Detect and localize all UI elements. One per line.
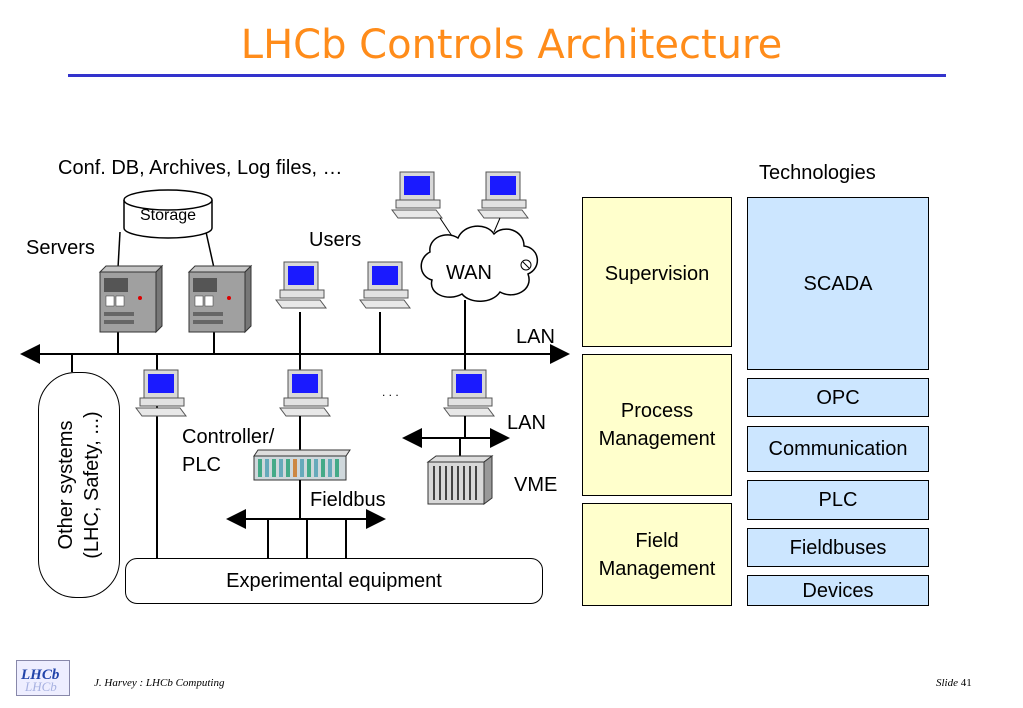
experimental-equipment-box: Experimental equipment (125, 558, 543, 604)
title-underline (68, 74, 946, 77)
slide-number: 41 (960, 677, 972, 689)
tech-label: Communication (768, 438, 908, 460)
slide-label: Slide (936, 677, 958, 689)
tech-label: Devices (802, 579, 874, 602)
remote-pc-icon (477, 171, 529, 219)
tech-fieldbuses: Fieldbuses (747, 528, 929, 567)
experimental-equipment-label: Experimental equipment (226, 570, 442, 592)
technologies-heading: Technologies (759, 162, 876, 184)
user-pc-icon (275, 261, 327, 309)
pc-icon (279, 369, 331, 417)
vme-label: VME (514, 474, 558, 496)
layer-label: Process (620, 400, 694, 422)
plc-label: PLC (182, 454, 221, 476)
tech-communication: Communication (747, 426, 929, 472)
layer-process-management: Process Management (582, 354, 732, 496)
footer-author: J. Harvey : LHCb Computing (94, 677, 225, 689)
pc-icon (443, 369, 495, 417)
fieldbus-label: Fieldbus (310, 489, 386, 511)
layer-label: Supervision (604, 263, 710, 285)
tech-opc: OPC (747, 378, 929, 417)
other-systems-line1: Other systems (55, 420, 77, 550)
slide-number-label: Slide 41 (936, 677, 972, 689)
controller-label: Controller/ (182, 426, 275, 448)
users-label: Users (309, 229, 362, 251)
other-systems-line2: (LHC, Safety, ...) (81, 411, 103, 559)
svg-text:LHCb: LHCb (20, 667, 60, 683)
lhcb-logo: LHCb LHCb (16, 660, 70, 696)
remote-pc-icon (391, 171, 443, 219)
tech-label: Fieldbuses (789, 536, 887, 559)
layer-label: Management (598, 557, 716, 580)
wan-cloud-icon (420, 225, 538, 302)
servers-label: Servers (26, 237, 95, 259)
user-pc-icon (359, 261, 411, 309)
wan-label: WAN (446, 262, 492, 284)
server-icon (99, 265, 163, 333)
other-systems-box: Other systems (LHC, Safety, ...) (38, 372, 120, 598)
slide-title: LHCb Controls Architecture (240, 22, 783, 68)
lan-label-mid: LAN (507, 412, 546, 434)
tech-label: SCADA (803, 272, 873, 295)
storage-cylinder-icon (123, 189, 213, 239)
layer-supervision: Supervision (582, 197, 732, 347)
tech-label: OPC (816, 386, 860, 409)
tech-scada: SCADA (747, 197, 929, 370)
pc-icon (135, 369, 187, 417)
storage-label: Storage (139, 207, 197, 224)
lan-label-top: LAN (516, 326, 555, 348)
tech-devices: Devices (747, 575, 929, 606)
layer-label: Management (598, 428, 716, 450)
layer-label: Field (635, 529, 679, 552)
tech-plc: PLC (747, 480, 929, 520)
layer-field-management: Field Management (582, 503, 732, 606)
vme-crate-icon (426, 455, 494, 505)
svg-text:LHCb: LHCb (24, 679, 57, 694)
ellipsis-label: . . . (382, 385, 399, 399)
server-icon (188, 265, 252, 333)
conf-db-label: Conf. DB, Archives, Log files, … (58, 157, 343, 179)
tech-label: PLC (818, 489, 858, 511)
plc-rack-icon (253, 449, 351, 481)
